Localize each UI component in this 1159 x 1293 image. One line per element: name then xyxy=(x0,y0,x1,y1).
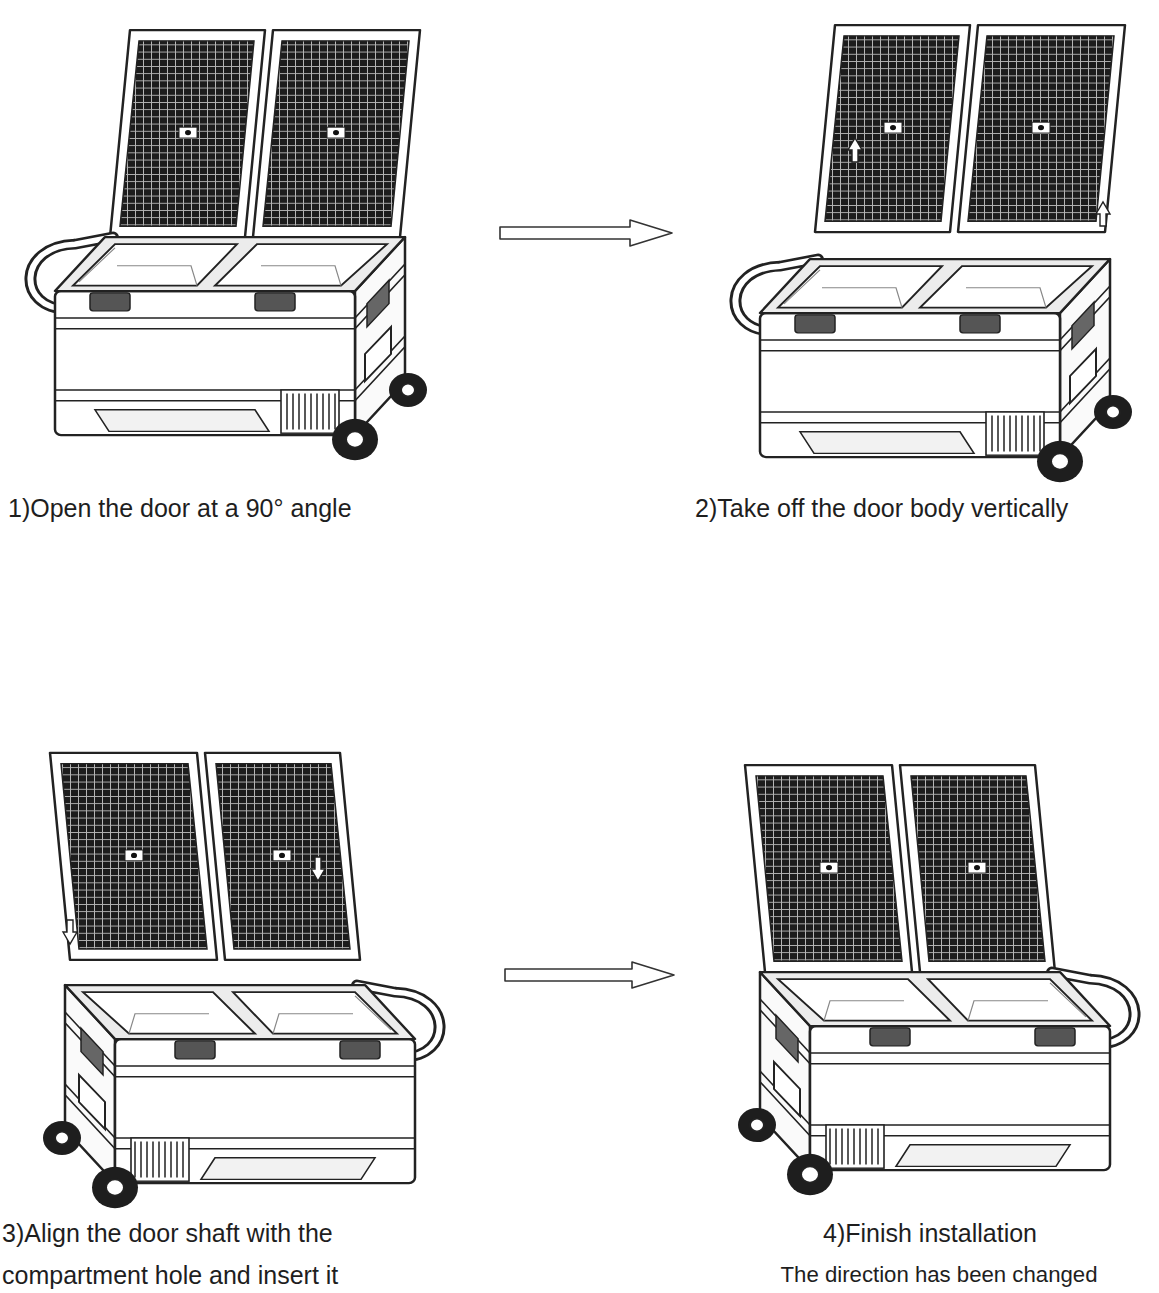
door-body xyxy=(815,25,1125,232)
insert-arrow xyxy=(63,920,77,944)
cooler-body xyxy=(735,259,1132,482)
cooler-body xyxy=(30,237,427,460)
door-body xyxy=(745,765,1055,972)
lift-arrow xyxy=(1096,202,1110,226)
step-caption: 4)Finish installation xyxy=(730,1212,1130,1254)
cooler-door-inserting xyxy=(43,753,440,1208)
door-body xyxy=(50,753,360,960)
lift-arrow xyxy=(848,138,862,162)
step-caption: 2)Take off the door body vertically xyxy=(695,487,1068,529)
cooler-open xyxy=(30,30,427,460)
step-caption: The direction has been changed xyxy=(725,1254,1153,1293)
door-body xyxy=(110,30,420,237)
step-caption: 3)Align the door shaft with the compartm… xyxy=(2,1212,442,1293)
step-caption: 1)Open the door at a 90° angle xyxy=(8,487,352,529)
insert-arrow xyxy=(311,857,325,881)
cooler-finished xyxy=(738,765,1135,1195)
step-arrow xyxy=(500,220,672,246)
cooler-body xyxy=(738,972,1135,1195)
cooler-door-removed xyxy=(735,25,1132,482)
step-arrow xyxy=(505,962,674,988)
cooler-body xyxy=(43,985,440,1208)
